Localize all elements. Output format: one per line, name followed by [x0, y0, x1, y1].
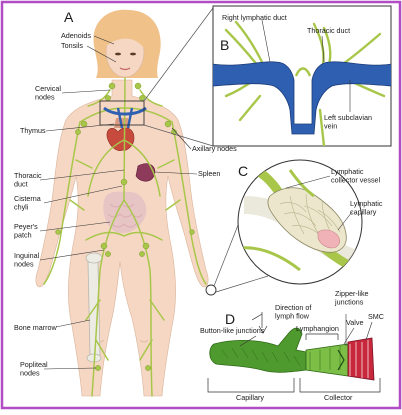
body-figure — [35, 7, 269, 397]
capillary-tip — [317, 229, 340, 249]
inset-b: B Right lymphatic duct Thoracic duct Lef… — [212, 5, 392, 147]
label-adenoids: Adenoids — [61, 31, 91, 40]
panel-label-d: D — [225, 311, 235, 327]
label-capillary: Capillary — [236, 393, 264, 402]
heart-thymus — [106, 127, 135, 151]
zoom-circle-c — [205, 284, 217, 296]
capillary-vessel — [209, 327, 307, 373]
intestines — [103, 191, 147, 234]
lymph-nodes — [55, 82, 195, 371]
label-tonsils: Tonsils — [61, 41, 83, 50]
label-button-like-junctions: Button-like junctions — [200, 326, 265, 335]
spleen-organ — [135, 163, 156, 182]
label-axillary-nodes: Axillary nodes — [192, 144, 237, 153]
vein-body — [213, 61, 391, 135]
label-lymphangion: Lymphangion — [296, 324, 339, 333]
label-spleen: Spleen — [198, 169, 220, 178]
label-smc: SMC — [368, 312, 384, 321]
flow-arrow — [258, 325, 268, 334]
label-valve: Valve — [346, 318, 363, 327]
zoom-box-b — [99, 100, 145, 126]
panel-label-b: B — [220, 37, 229, 53]
valve-leaflet — [337, 349, 345, 371]
smc-segment — [347, 337, 375, 381]
label-bone-marrow: Bone marrow — [14, 323, 58, 332]
label-thymus: Thymus — [20, 126, 46, 135]
label-collector: Collector — [324, 393, 353, 402]
body-silhouette — [35, 79, 209, 397]
label-right-lymphatic-duct: Right lymphatic duct — [222, 13, 287, 22]
panel-label-c: C — [238, 163, 248, 179]
panel-label-a: A — [64, 9, 74, 25]
collector-segment — [305, 343, 349, 377]
label-thoracic-duct-b: Thoracic duct — [307, 26, 350, 35]
hair-fringe — [106, 23, 145, 48]
